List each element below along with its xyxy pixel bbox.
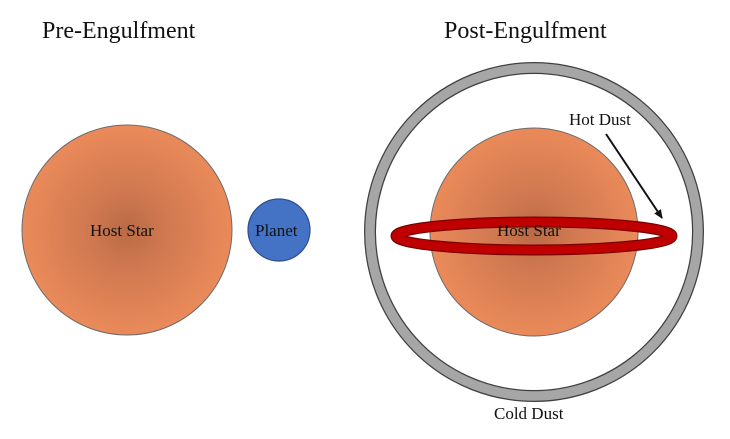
cold-dust-shell-fill bbox=[365, 63, 703, 401]
cold-dust-label: Cold Dust bbox=[494, 404, 564, 423]
hot-dust-arrow bbox=[605, 133, 663, 219]
host-star-pre bbox=[21, 124, 233, 336]
hot-dust-label: Hot Dust bbox=[569, 110, 631, 129]
host-star-label-pre: Host Star bbox=[90, 221, 154, 240]
post-engulfment-title: Post-Engulfment bbox=[444, 18, 607, 44]
hot-dust-ring-fill bbox=[391, 217, 677, 255]
pre-engulfment-title: Pre-Engulfment bbox=[42, 18, 196, 44]
host-star-label-post: Host Star bbox=[497, 221, 561, 240]
planet-label: Planet bbox=[255, 221, 298, 240]
planet bbox=[247, 198, 311, 262]
